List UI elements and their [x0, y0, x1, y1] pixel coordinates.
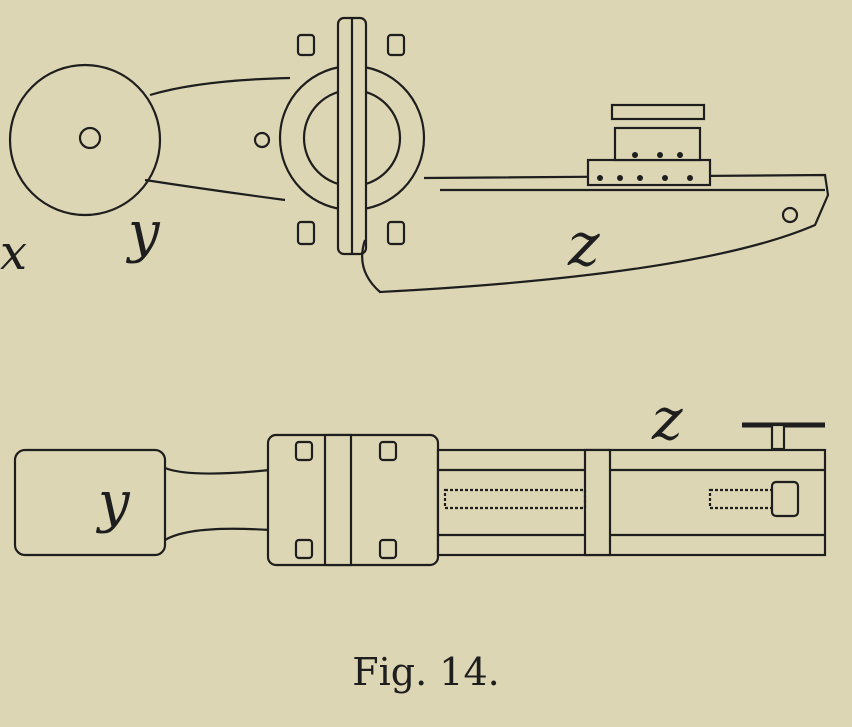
clamp-block — [266, 433, 440, 567]
label-y-top: y — [128, 200, 160, 265]
feed-screw-left — [443, 488, 587, 510]
handle-stem — [770, 423, 786, 451]
arm-y — [144, 76, 291, 202]
tool-post-base — [586, 158, 712, 187]
top-view — [8, 16, 830, 294]
tool-arm-z — [361, 173, 830, 294]
disc-plate-y — [13, 448, 167, 557]
neck-y — [164, 466, 271, 541]
disc-x — [8, 63, 162, 217]
tool-post-top — [610, 103, 706, 121]
label-x: x — [0, 225, 28, 281]
label-z-bottom: z — [652, 385, 683, 453]
pivot-screw — [781, 206, 799, 224]
clamp-flange — [323, 433, 353, 567]
figure-caption: Fig. 14. — [352, 650, 500, 694]
disc-hole — [78, 126, 102, 150]
bolt-icons — [253, 33, 406, 246]
screw-nut — [770, 480, 800, 518]
slide-block — [583, 448, 612, 557]
bottom-view — [13, 422, 827, 567]
slide-body — [436, 448, 827, 557]
feed-screw-right — [708, 488, 787, 510]
label-z-top: z — [568, 210, 600, 280]
label-y-bottom: y — [98, 470, 130, 535]
